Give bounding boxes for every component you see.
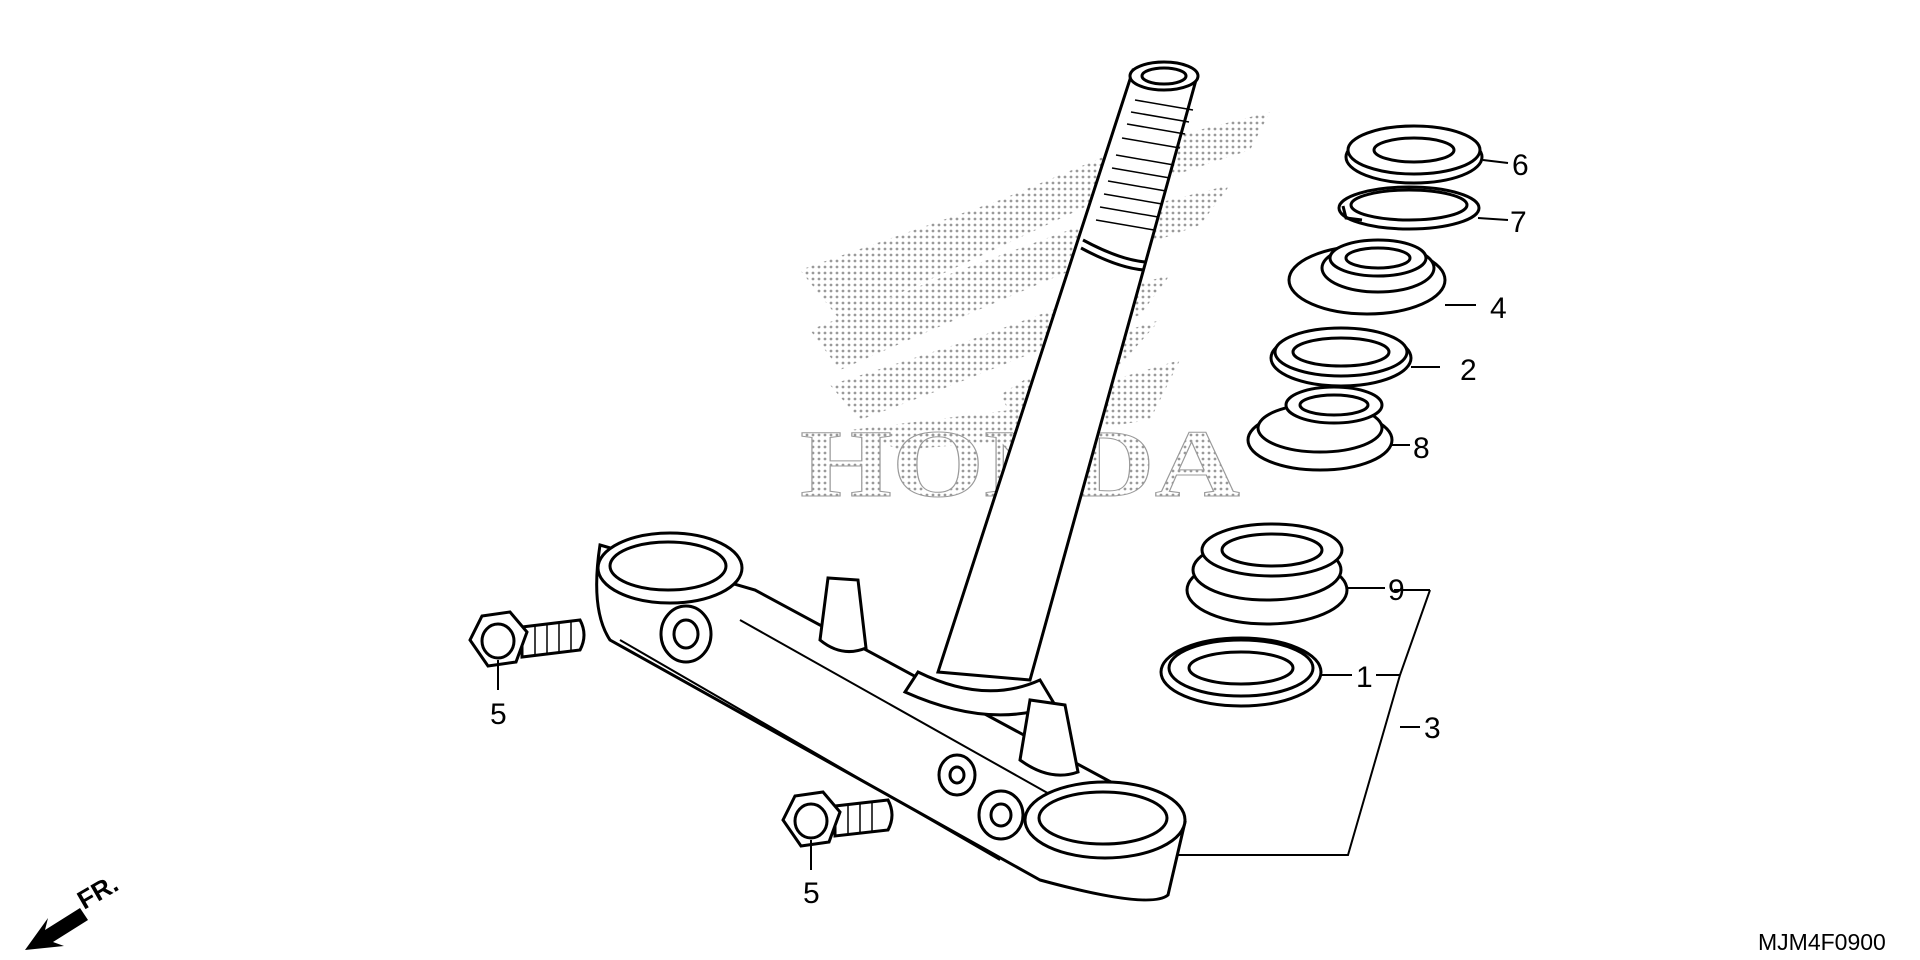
- callout-5-lower: 5: [803, 877, 820, 910]
- front-direction-arrow-icon: [25, 908, 88, 950]
- dust-seal-item-1: [1159, 636, 1323, 708]
- lower-triple-clamp: [595, 531, 1187, 902]
- lock-nut-item-6: [1344, 124, 1484, 185]
- drawing-code: MJM4F0900: [1758, 929, 1886, 955]
- lower-bearing-item-9: [1185, 522, 1349, 626]
- callout-6: 6: [1512, 149, 1529, 182]
- callout-2: 2: [1460, 354, 1477, 387]
- callout-1: 1: [1356, 661, 1373, 694]
- callout-8: 8: [1413, 432, 1430, 465]
- callout-9: 9: [1388, 574, 1405, 607]
- steering-stem-shaft: [935, 60, 1200, 682]
- leader-lines: [497, 159, 1509, 870]
- callout-5-upper: 5: [490, 698, 507, 731]
- flange-bolt-upper: [468, 610, 586, 668]
- adjusting-nut-item-4: [1287, 238, 1447, 316]
- lock-washer-item-7: [1337, 185, 1481, 231]
- callout-4: 4: [1490, 292, 1507, 325]
- callout-3: 3: [1424, 712, 1441, 745]
- upper-bearing-item-8: [1246, 385, 1394, 472]
- flange-bolt-lower: [781, 790, 894, 848]
- callout-7: 7: [1510, 206, 1527, 239]
- front-direction-label: FR.: [72, 868, 123, 915]
- dust-seal-item-2: [1269, 326, 1413, 388]
